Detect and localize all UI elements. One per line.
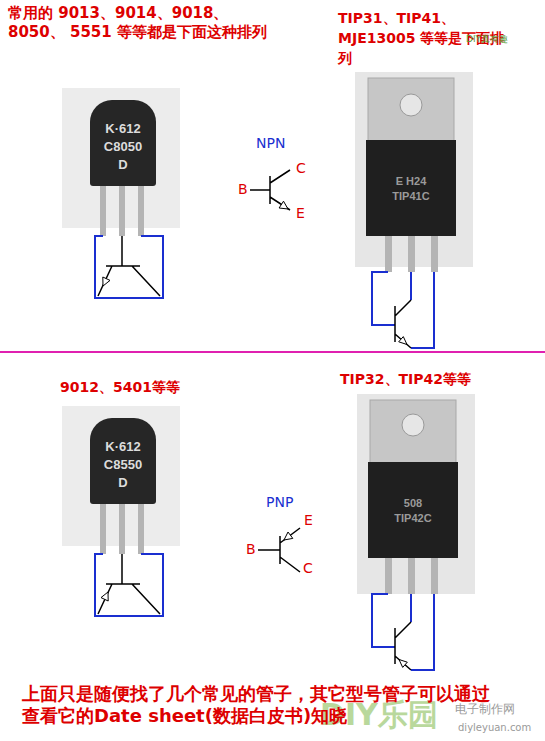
emitter-arrow bbox=[103, 277, 110, 286]
to92-package: K·612C8550D bbox=[90, 418, 156, 504]
emitter-arrow bbox=[399, 660, 407, 668]
part-marking: C8050 bbox=[104, 138, 142, 156]
emitter-arrow bbox=[101, 592, 108, 601]
pnp-symbol bbox=[258, 528, 300, 572]
lead bbox=[431, 556, 438, 594]
lead bbox=[100, 502, 106, 554]
watermark: 电子制作网 bbox=[455, 702, 545, 716]
wire bbox=[95, 236, 163, 298]
transistor-symbol bbox=[395, 300, 411, 348]
emitter-arrow bbox=[399, 337, 407, 345]
wire bbox=[372, 594, 434, 670]
mounting-hole bbox=[402, 414, 424, 436]
to220-package: 508TIP42C bbox=[368, 462, 458, 558]
lead bbox=[431, 234, 438, 272]
note-text: 常用的 9013、9014、9018、8050、 5551 等等都是下面这种排列 bbox=[8, 4, 270, 42]
lead bbox=[385, 234, 392, 272]
npn-symbol bbox=[250, 170, 290, 210]
type-label: PNP bbox=[266, 494, 316, 510]
mounting-hole bbox=[400, 94, 422, 116]
transistor-symbol bbox=[98, 554, 160, 614]
photo-background bbox=[357, 394, 475, 594]
transistor-symbol bbox=[395, 622, 411, 670]
pin-name: E bbox=[296, 205, 310, 221]
lead bbox=[385, 556, 392, 594]
type-label: NPN bbox=[256, 135, 306, 151]
emitter-arrow bbox=[284, 532, 293, 540]
pin-name: B bbox=[246, 541, 260, 557]
watermark: diyleyuan.com bbox=[458, 722, 545, 734]
pin-name: E bbox=[304, 512, 318, 528]
lead bbox=[119, 502, 125, 554]
wire bbox=[95, 554, 163, 616]
pin-name: B bbox=[238, 181, 252, 197]
part-marking: K·612 bbox=[105, 120, 140, 138]
note-text: TIP32、TIP42等等 bbox=[340, 370, 540, 388]
transistor-symbol bbox=[98, 236, 160, 296]
pin-name: C bbox=[303, 560, 317, 576]
emitter-arrow bbox=[279, 201, 288, 209]
lead bbox=[408, 556, 415, 594]
to220-package: E H24TIP41C bbox=[366, 140, 456, 236]
part-marking: TIP42C bbox=[394, 511, 431, 526]
part-marking: K·612 bbox=[105, 438, 140, 456]
part-marking: 508 bbox=[404, 496, 422, 511]
wire bbox=[372, 272, 434, 348]
part-marking: D bbox=[118, 474, 127, 492]
lead bbox=[138, 502, 144, 554]
note-text: 上面只是随便找了几个常见的管子，其它型号管子可以通过 查看它的Date shee… bbox=[22, 683, 502, 727]
to92-package: K·612C8050D bbox=[90, 100, 156, 186]
lead bbox=[119, 184, 125, 236]
watermark: DIY真有趣 bbox=[466, 34, 536, 45]
part-marking: C8550 bbox=[104, 456, 142, 474]
lead bbox=[138, 184, 144, 236]
pin-name: C bbox=[296, 160, 310, 176]
part-marking: TIP41C bbox=[392, 189, 429, 204]
part-marking: D bbox=[118, 156, 127, 174]
divider-line bbox=[0, 351, 545, 353]
part-marking: E H24 bbox=[396, 174, 427, 189]
lead bbox=[408, 234, 415, 272]
lead bbox=[100, 184, 106, 236]
note-text: 9012、5401等等 bbox=[60, 378, 260, 396]
